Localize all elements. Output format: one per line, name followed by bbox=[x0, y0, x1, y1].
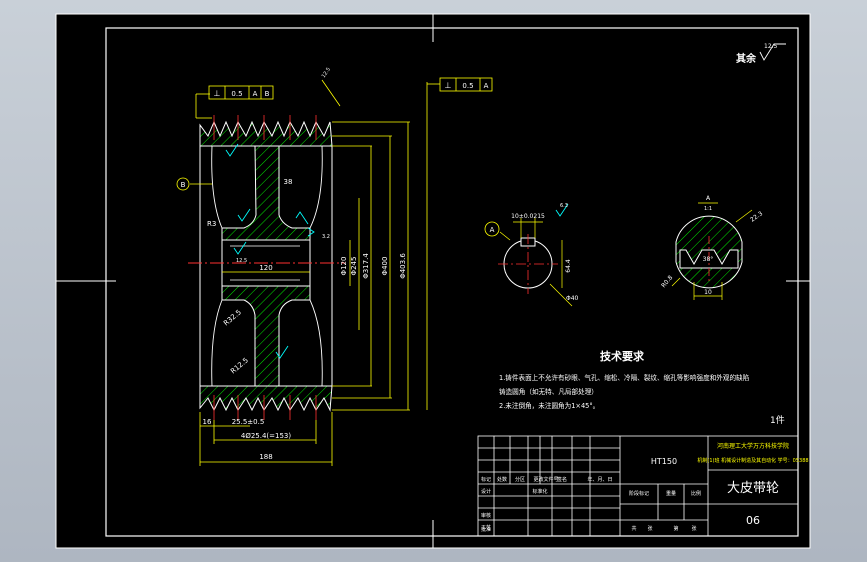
datum-b-marker bbox=[176, 177, 190, 191]
dim-400: Φ400 bbox=[381, 257, 389, 276]
dim-bore-dia: Φ40 bbox=[566, 295, 579, 302]
tb-school: 河南理工大学万方科技学院 bbox=[717, 442, 789, 450]
tb-label-weight: 重量 bbox=[666, 490, 676, 497]
tb-label-mark: 标记 bbox=[481, 476, 491, 483]
dim-groove-depth: 10 bbox=[704, 289, 712, 296]
dim-keyway-width: 10±0.0215 bbox=[511, 213, 545, 220]
tolerance-frame-right bbox=[439, 77, 493, 92]
centering-marks bbox=[56, 14, 810, 548]
datum-b-label: B bbox=[181, 181, 186, 189]
roughness-symbols bbox=[225, 143, 315, 359]
tb-label-stage: 阶段标记 bbox=[629, 490, 649, 497]
pulley-section-view bbox=[188, 115, 345, 420]
datum-a-label: A bbox=[490, 226, 495, 234]
tol-right-val: 0.5 bbox=[462, 82, 473, 90]
tb-sheet-unit1: 张 bbox=[647, 525, 652, 532]
groove-detail-view bbox=[671, 202, 753, 300]
dim-edge-16: 16 bbox=[203, 418, 212, 426]
tb-label-file: 更改文件号 bbox=[533, 476, 558, 483]
tol-top-sym: ⊥ bbox=[214, 89, 221, 98]
tech-line-1: 1.铸件表面上不允许有砂眼、气孔、缩松、冷隔、裂纹、缩孔等影响强度和外观的缺陷 bbox=[499, 373, 749, 382]
web-lower bbox=[221, 285, 311, 387]
tb-label-date: 年、月、日 bbox=[587, 476, 612, 483]
hub-end-view bbox=[498, 203, 573, 307]
tb-label-scale: 比例 bbox=[691, 490, 701, 497]
datum-a-marker bbox=[484, 221, 500, 237]
dim-hub-width: 120 bbox=[259, 264, 272, 272]
tol-top-val: 0.5 bbox=[231, 90, 242, 98]
dim-403: Φ403.6 bbox=[399, 253, 407, 279]
tb-sheet-num: 第 bbox=[673, 525, 678, 532]
roughness-note-value: 12.5 bbox=[764, 43, 778, 50]
dim-radius-r3: R3 bbox=[207, 220, 216, 228]
tb-sheet-total: 共 bbox=[631, 525, 636, 532]
tb-part-name: 大皮带轮 bbox=[727, 481, 779, 496]
dim-hub-bore: Φ120 bbox=[340, 257, 348, 276]
roughness-note: 其余 bbox=[736, 52, 757, 65]
tb-label-standard: 标准化 bbox=[532, 488, 547, 495]
tolerance-frame-top bbox=[208, 85, 274, 100]
rough-e: 3.2 bbox=[322, 234, 330, 240]
dim-317: Φ317.4 bbox=[362, 253, 370, 279]
dim-hub-od: Φ245 bbox=[350, 257, 358, 276]
tol-top-b: B bbox=[265, 90, 270, 98]
rim-bottom bbox=[199, 385, 333, 412]
tb-label-zone: 分区 bbox=[515, 476, 525, 483]
tb-label-approve: 批准 bbox=[481, 526, 491, 533]
tol-right-sym: ⊥ bbox=[445, 81, 452, 90]
rough-a: 12.5 bbox=[236, 258, 247, 264]
rim-top bbox=[199, 120, 333, 147]
roughness-note-symbol bbox=[759, 43, 786, 61]
dim-groove-pitch: 25.5±0.5 bbox=[232, 418, 265, 426]
section-label-scale: 1:1 bbox=[704, 206, 712, 212]
tech-line-2: 铸造圆角（如无特、凡局部处理） bbox=[499, 387, 598, 396]
tb-class-info: 机制(1)班 机械设计制造及其自动化 学号：05388 bbox=[697, 457, 808, 464]
dimension-lines bbox=[190, 79, 440, 466]
dim-chamfer-total: 4Ø25.4(=153) bbox=[241, 432, 292, 440]
rough-key: 6.3 bbox=[560, 203, 568, 209]
dim-groove-angle: 38° bbox=[703, 256, 714, 263]
rough-d: 12.5 bbox=[321, 67, 332, 80]
section-label-top: A bbox=[706, 195, 711, 202]
tb-drawing-no: 06 bbox=[746, 514, 760, 527]
tol-right-a: A bbox=[484, 82, 489, 90]
drawing-border bbox=[105, 27, 799, 537]
tech-line-3: 2.未注倒角，未注圆角为1×45°。 bbox=[499, 401, 599, 410]
tb-label-count: 处数 bbox=[497, 476, 507, 483]
tol-top-a: A bbox=[253, 90, 258, 98]
drawing-sheet bbox=[55, 13, 811, 549]
tb-label-review: 审核 bbox=[481, 512, 491, 519]
groove-centerlines bbox=[213, 115, 317, 420]
dim-keyway-depth: 64.4 bbox=[565, 259, 572, 273]
tb-label-design: 设计 bbox=[481, 488, 491, 495]
tb-sheet-unit2: 张 bbox=[691, 525, 696, 532]
quantity-note: 1件 bbox=[770, 414, 785, 426]
tech-title: 技术要求 bbox=[600, 349, 645, 363]
dim-total-width: 188 bbox=[259, 453, 272, 461]
tb-label-sign: 签名 bbox=[557, 476, 567, 483]
title-block bbox=[477, 435, 799, 537]
tb-material: HT150 bbox=[651, 457, 677, 466]
dim-inner-rib: 38 bbox=[284, 178, 293, 186]
tb-label-process: 工艺 bbox=[481, 525, 491, 531]
